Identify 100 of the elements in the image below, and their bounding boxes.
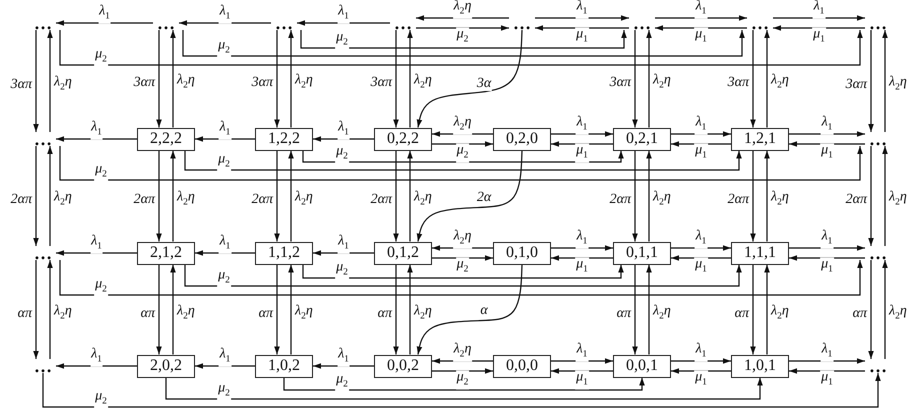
arrow [47,30,53,132]
ellipsis-state: … [865,246,891,260]
arrow [184,150,742,171]
state-box: 0,1,1 [613,242,671,264]
edge-label: λ$_{1}$ [694,116,708,134]
edge-label: λ$_{1}$ [218,348,232,366]
state-box: 1,1,1 [731,242,789,264]
arrow [283,378,645,391]
edge-label: λ$_{1}$ [820,342,834,362]
edge-label: μ$_{2}$ [456,144,470,162]
arrow [671,131,731,137]
edge-label: μ$_{2}$ [456,370,470,390]
arrow [393,150,399,242]
state-box: 0,1,0 [493,242,551,264]
state-box: 0,0,1 [613,354,671,378]
state-box: 1,0,1 [731,354,789,378]
arrow [432,255,493,261]
arrow [764,30,770,128]
arrow [671,255,731,261]
arrow [56,250,137,256]
edge-label: μ$_{1}$ [575,144,589,162]
state-box: 0,0,0 [493,354,551,378]
edge-label: λ$_{1}$ [90,234,103,254]
arrow [170,30,176,128]
edge-label: λ$_{1}$ [337,4,350,24]
arrow [432,131,493,137]
arrow [882,146,888,246]
arrow [33,146,39,246]
arrow [868,30,874,132]
arrow [432,368,493,374]
arrow [195,136,255,142]
ellipsis-state: … [30,132,56,146]
ellipsis-state: … [747,16,773,30]
ellipsis-state: … [509,16,535,30]
edge-label: λ$_{2}$η [452,230,472,248]
arrow [646,264,652,354]
ellipsis-state: … [629,16,655,30]
edge-label: λ$_{1}$ [218,4,232,24]
edge-label: λ$_{1}$ [812,0,826,18]
arrow [182,30,745,57]
state-box: 0,1,2 [374,242,432,264]
arrow [535,25,629,31]
arrow [882,30,888,132]
arrow [868,260,874,359]
ellipsis-state: … [865,359,891,373]
edge-label: λ$_{1}$ [576,342,588,362]
arrow [302,264,624,279]
arrow [170,264,176,354]
arrow [655,25,747,31]
arrow [156,264,162,354]
arrow [416,15,509,21]
state-box: 2,1,2 [137,242,195,264]
arrow [195,250,255,256]
arrow [632,264,638,354]
arrow [297,20,390,26]
state-box: 2,2,2 [137,128,195,150]
arrow [789,255,865,261]
arrow [274,150,280,242]
edge-label: μ$_{1}$ [575,370,589,390]
edge-label: 2α [476,190,492,204]
arrow [789,141,865,147]
arrow [56,363,137,369]
arrow [56,136,137,142]
edge-label: λ$_{1}$ [694,230,708,248]
arrow [750,264,756,354]
arrow [671,141,731,147]
edge-label: λ$_{1}$ [337,348,350,366]
ellipsis-state: … [271,16,297,30]
arrow [407,264,413,354]
arrow [393,30,399,128]
edge-label: λ$_{1}$ [576,116,588,134]
arrow [432,245,493,251]
ellipsis-state: … [390,16,416,30]
arrow [33,30,39,132]
arrow [789,131,865,137]
state-box: 2,0,2 [137,354,195,378]
arrow [416,150,523,242]
state-box: 0,2,1 [613,128,671,150]
edge-label: λ$_{1}$ [98,4,111,24]
arrow [551,358,613,364]
arrow [551,131,613,137]
edge-label: λ$_{1}$ [576,230,588,248]
arrow [551,141,613,147]
arrow [274,264,280,354]
state-box: 1,0,2 [255,354,313,378]
arrow [407,30,413,128]
arrow [393,264,399,354]
state-box: 1,1,2 [255,242,313,264]
edge-label: λ$_{1}$ [90,120,103,140]
arrow [764,264,770,354]
arrow [288,30,294,128]
arrow [789,358,865,364]
arrow [313,136,374,142]
ellipsis-state: … [30,359,56,373]
arrow [59,30,863,66]
arrow [671,358,731,364]
arrow [773,25,865,31]
arrow [789,245,865,251]
edge-label: λ$_{1}$ [820,230,834,248]
arrow [416,264,523,355]
